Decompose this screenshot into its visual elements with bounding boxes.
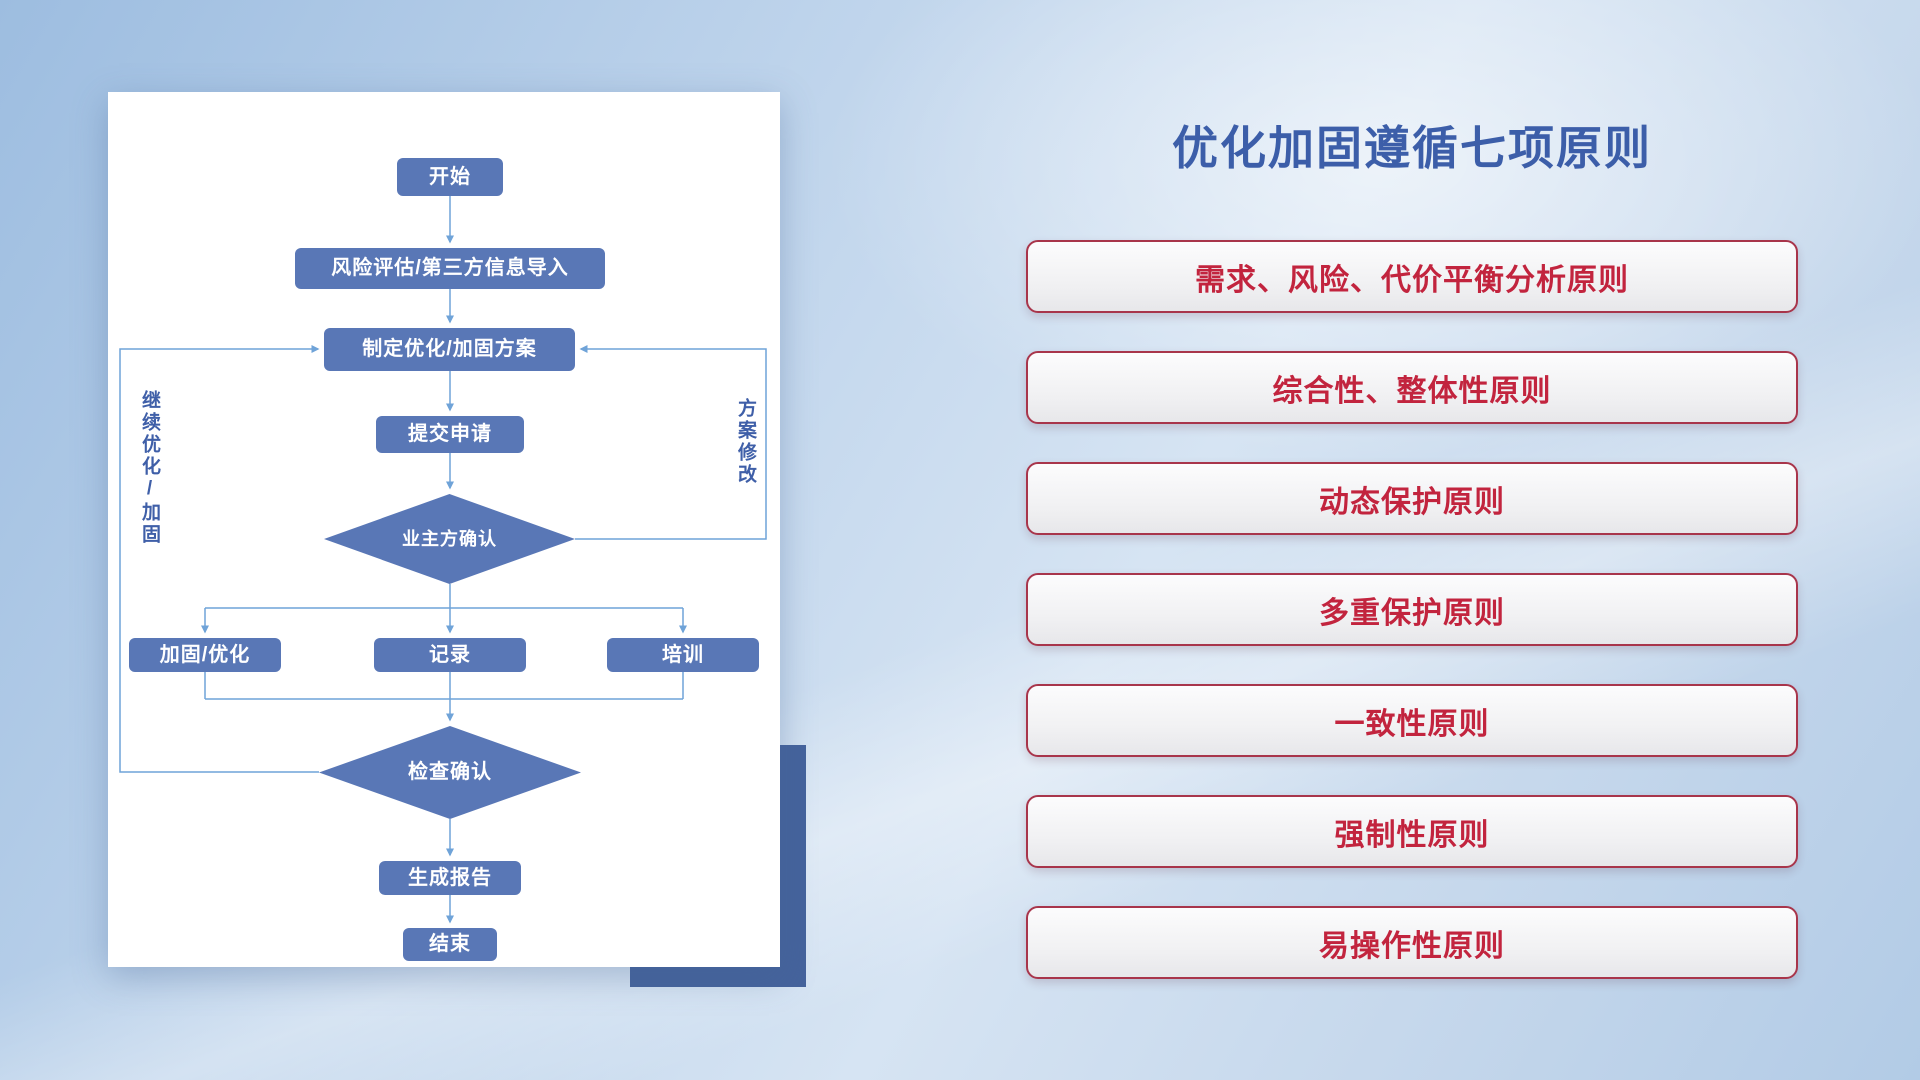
flowchart-card: 开始 风险评估/第三方信息导入 制定优化/加固方案 提交申请 业主方确认 加固/… [108, 92, 780, 967]
loop-label-continue-optimize: 继续优化/加固 [139, 390, 160, 546]
flow-node-record: 记录 [374, 638, 526, 672]
page-title: 优化加固遵循七项原则 [1172, 122, 1652, 174]
principle-item-7: 易操作性原则 [1026, 906, 1798, 979]
principles-list: 需求、风险、代价平衡分析原则 综合性、整体性原则 动态保护原则 多重保护原则 一… [1026, 240, 1798, 1017]
flow-node-end: 结束 [403, 928, 497, 961]
principle-item-3: 动态保护原则 [1026, 462, 1798, 535]
flow-node-submit: 提交申请 [376, 416, 524, 453]
flow-node-training: 培训 [607, 638, 759, 672]
principle-item-1: 需求、风险、代价平衡分析原则 [1026, 240, 1798, 313]
loop-label-plan-revise: 方案修改 [735, 398, 756, 486]
flow-node-make-plan: 制定优化/加固方案 [324, 328, 575, 371]
principle-item-6: 强制性原则 [1026, 795, 1798, 868]
flow-node-owner-confirm: 业主方确认 [324, 494, 575, 584]
flow-node-start: 开始 [397, 158, 503, 196]
flow-node-harden-optimize: 加固/优化 [129, 638, 281, 672]
flow-node-risk-import: 风险评估/第三方信息导入 [295, 248, 605, 289]
flow-node-report: 生成报告 [379, 861, 521, 895]
principle-item-2: 综合性、整体性原则 [1026, 351, 1798, 424]
principle-item-5: 一致性原则 [1026, 684, 1798, 757]
principle-item-4: 多重保护原则 [1026, 573, 1798, 646]
flow-node-check-confirm: 检查确认 [319, 726, 581, 819]
